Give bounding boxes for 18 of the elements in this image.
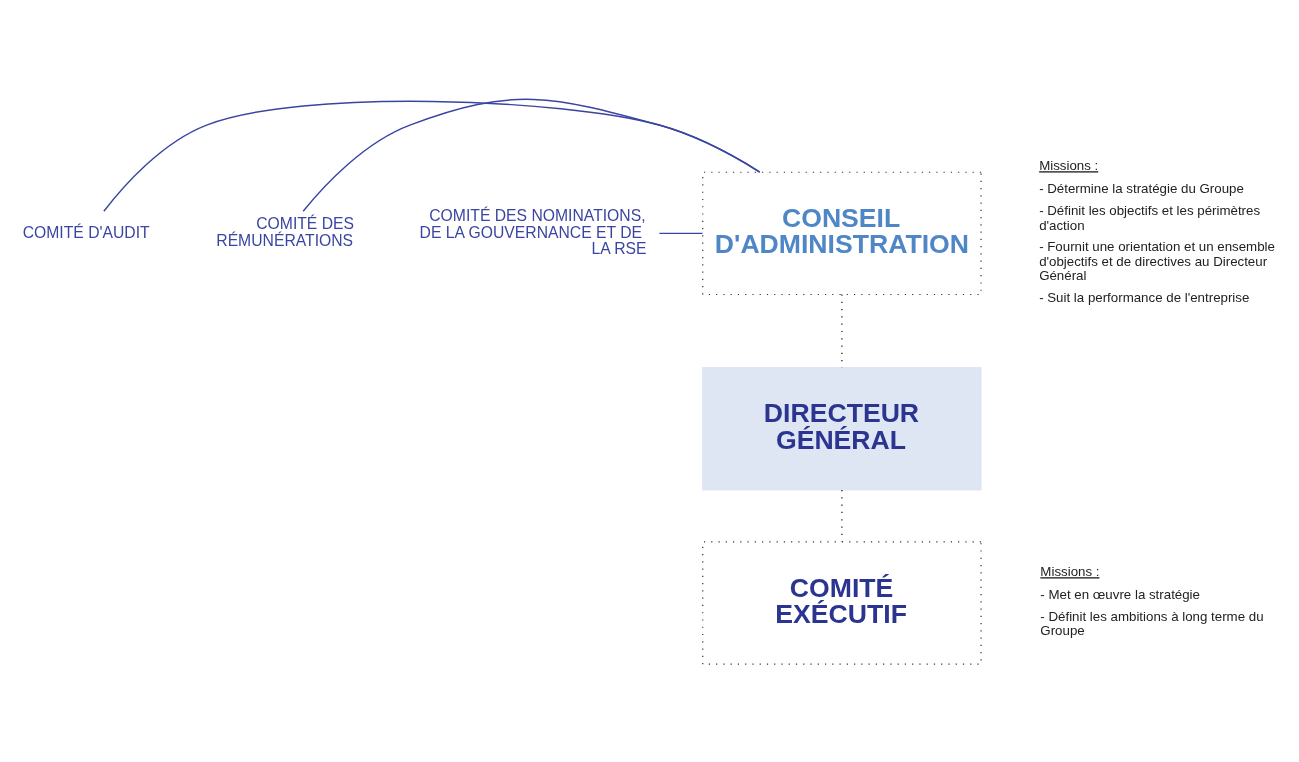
node-label: - Fournit une orientation et un ensemble d'objectifs et de directives au Directeur Général: [1039, 238, 1275, 283]
node-label: - Met en œuvre la stratégie: [1040, 586, 1200, 602]
connector: [841, 293, 843, 368]
node-box: CONSEIL D'ADMINISTRATION: [702, 171, 982, 295]
node-label: - Suit la performance de l'entreprise: [1039, 289, 1250, 305]
node-text: COMITÉ DES NOMINATIONS, DE LA GOUVERNANCE ET DE LA RSE: [419, 206, 647, 257]
connector: [658, 232, 704, 234]
connector: [103, 100, 761, 212]
node-label: - Détermine la stratégie du Groupe: [1039, 180, 1244, 196]
node-label: Missions :: [1039, 157, 1099, 173]
node-label: - Définit les objectifs et les périmètres d'action: [1039, 202, 1261, 232]
node-label: Missions :: [1040, 563, 1100, 579]
node-box: DIRECTEUR GÉNÉRAL: [702, 366, 982, 490]
node-text: COMITÉ DES RÉMUNÉRATIONS: [216, 214, 355, 249]
connector: [302, 98, 761, 212]
node-box: COMITÉ EXÉCUTIF: [702, 540, 982, 665]
node-text: COMITÉ D'AUDIT: [22, 222, 150, 240]
node-label: - Définit les ambitions à long terme du Groupe: [1040, 608, 1264, 638]
